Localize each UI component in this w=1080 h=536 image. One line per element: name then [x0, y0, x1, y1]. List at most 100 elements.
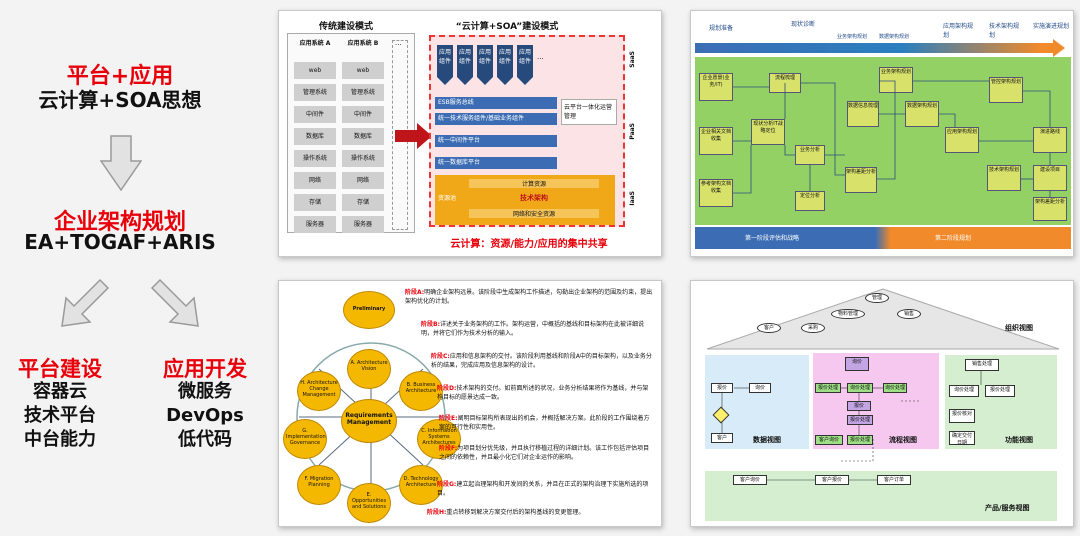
phase-header: 实施演进规划: [1033, 23, 1070, 30]
timeline-bar: [695, 43, 1041, 53]
adm-node: G. Implementation Governance: [283, 419, 327, 459]
pool-label: 资源池: [438, 195, 457, 202]
adm-node: H. Architecture Change Management: [297, 371, 341, 411]
layer: 存储: [294, 194, 336, 211]
app-component: 应用组件: [437, 45, 453, 85]
saas-label: SaaS: [629, 51, 636, 68]
traditional-mode-title: 传统建设模式: [318, 22, 373, 32]
phase-item: 阶段E:阐明目标架构所表现出的机会，并概括解决方案。此阶段的工作围绕着方案的可行…: [439, 415, 650, 431]
platform-app-title: 平台+应用: [66, 64, 174, 89]
process-connectors: [733, 80, 1051, 197]
phase-item: 阶段G:建立起治理架构和开发间的关系，并且在正式的架构治理下实施所选的项目。: [437, 481, 649, 497]
data-node: 客户: [711, 433, 733, 443]
layer: 中间件: [342, 106, 384, 123]
esb-bar: ESB服务总线: [435, 97, 557, 109]
tech-arch-label: 技术架构: [520, 194, 548, 202]
app-system-b: 应用系统 B: [347, 40, 379, 47]
cloud-soa-panel: 传统建设模式 “云计算+SOA”建设模式 应用系统 A 应用系统 B ··· w…: [278, 10, 662, 257]
resource-pool: 资源池 计算资源 技术架构 网络和安全资源: [435, 175, 615, 225]
layer: 服务器: [342, 216, 384, 233]
cloud-soa-subtitle: 云计算+SOA思想: [38, 88, 202, 112]
traditional-stack: 应用系统 A 应用系统 B ··· web 管理系统 中间件 数据库 操作系统 …: [287, 33, 415, 233]
togaf-adm-panel: Preliminary A. Architecture Vision B. Bu…: [278, 280, 662, 527]
org-view-label: 组织视图: [1005, 324, 1033, 332]
list-item: 中台能力: [24, 429, 96, 450]
iaas-label: IaaS: [629, 191, 636, 206]
platform-build-list: 容器云 技术平台 中台能力: [5, 380, 115, 452]
layer: 管理系统: [294, 84, 336, 101]
ops-mgmt-box: 云平台一体化运营管理: [561, 99, 617, 125]
product-view-label: 产品/服务视图: [985, 504, 1030, 512]
phase-item: 阶段C:应用和信息架构的交付。该阶段利用基线和阶段A中的目标架构，以及业务分析的…: [431, 353, 652, 369]
data-view: 报价 询价 客户 数据视图: [705, 355, 809, 449]
stack-b: web 管理系统 中间件 数据库 操作系统 网络 存储 服务器: [342, 62, 384, 238]
org-roof: [706, 288, 1060, 350]
func-node: 确定交付日期: [949, 431, 975, 446]
org-node: 物料管理: [831, 309, 865, 319]
down-arrow-icon: [100, 135, 142, 191]
layer: 存储: [342, 194, 384, 211]
app-component: 应用组件: [497, 45, 513, 85]
adm-node: D. Technology Architecture: [399, 465, 443, 505]
phase-headers: 规划准备 现状诊断 应用架构规划 技术架构规划 实施演进规划 业务架构规划 数据…: [695, 15, 1071, 41]
func-node: 询价处理: [949, 385, 979, 397]
requirements-node: Requirements Management: [341, 399, 397, 443]
adm-node: E. Opportunities and Solutions: [347, 483, 391, 523]
timeline-arrow-icon: [1039, 39, 1065, 57]
app-component: 应用组件: [457, 45, 473, 85]
adm-node: A. Architecture Vision: [347, 349, 391, 389]
process-box: 管控架构规划: [989, 77, 1023, 103]
more-icon: ···: [537, 55, 544, 63]
phase-header: 规划准备: [709, 25, 734, 32]
func-node: 销售处理: [965, 359, 999, 371]
phase-item: 阶段D:技术架构的交付。如前面所述的状况，业务分析结果将作为基线，并与架构目标的…: [437, 385, 649, 401]
paas-label: PaaS: [629, 123, 636, 140]
app-component: 应用组件: [517, 45, 533, 85]
right-arrow-icon: [395, 123, 432, 149]
flow-node: 客户询价: [815, 435, 843, 445]
middleware-bar: 统一中间件平台: [435, 135, 557, 147]
list-item: 微服务: [178, 381, 232, 402]
process-box: 技术架构规划: [987, 165, 1021, 191]
ea-process-panel: 规划准备 现状诊断 应用架构规划 技术架构规划 实施演进规划 业务架构规划 数据…: [690, 10, 1074, 257]
process-box: 演进路线: [1033, 127, 1067, 153]
org-node: 客户: [757, 323, 781, 333]
flow-view-label: 流程视图: [889, 436, 917, 444]
layer: 操作系统: [294, 150, 336, 167]
ea-frameworks-subtitle: EA+TOGAF+ARIS: [24, 230, 216, 254]
phase-item: 阶段B:详述关于业务架构的工作。架构运营，中概括的基线和目标架构在此被详细说明，…: [421, 321, 644, 337]
layer: 服务器: [294, 216, 336, 233]
process-box: 建设项目: [1033, 165, 1067, 191]
layer: 数据库: [294, 128, 336, 145]
phase-header: 应用架构规划: [943, 23, 974, 39]
flow-node: 报价处理: [815, 383, 841, 393]
app-system-a: 应用系统 A: [299, 40, 331, 47]
cloud-mode-title: “云计算+SOA”建设模式: [455, 22, 559, 32]
phase-item: 阶段F:为项目划分优先级，并且执行移植过程的详细计划。该工作包括评估项目之间的依…: [439, 445, 650, 461]
list-item: 低代码: [178, 429, 232, 450]
adm-node: C. Information Systems Architectures: [417, 419, 461, 459]
stage-label: 第一阶段评估和战略: [745, 235, 800, 242]
phase-header: 技术架构规划: [989, 23, 1020, 39]
flow-node: 询价处理: [883, 383, 907, 393]
layer: 操作系统: [342, 150, 384, 167]
flow-node: 询价: [845, 357, 869, 371]
product-view: 客户询价 客户报价 客户订单 产品/服务视图: [705, 471, 1057, 521]
layer: 数据库: [342, 128, 384, 145]
network-bar: 网络和安全资源: [469, 209, 599, 218]
phase-item: 阶段A:明确企业架构远景。该阶段中生成架构工作描述，勾勒出企业架构的范围及约束，…: [405, 289, 653, 305]
adm-node: B. Business Architecture: [399, 371, 443, 411]
process-box: 数据架构规划: [905, 101, 939, 127]
layer: 网络: [294, 172, 336, 189]
data-node: 报价: [711, 383, 733, 393]
process-box: 现状分析IT战略定位: [751, 119, 785, 145]
process-box: 业务架构规划: [879, 67, 913, 93]
aris-house-panel: 组织视图 管理 物料管理 销售 采购 客户 报价 询价 客户 数据视图 询价 报…: [690, 280, 1074, 527]
org-node: 采购: [801, 323, 825, 333]
app-dev-title: 应用开发: [163, 357, 247, 381]
flow-node: 询价处理: [847, 383, 873, 393]
list-item: 技术平台: [24, 405, 96, 426]
phase-header: 现状诊断: [791, 21, 816, 28]
down-right-arrow-icon: [150, 278, 199, 327]
stack-a: web 管理系统 中间件 数据库 操作系统 网络 存储 服务器: [294, 62, 336, 238]
